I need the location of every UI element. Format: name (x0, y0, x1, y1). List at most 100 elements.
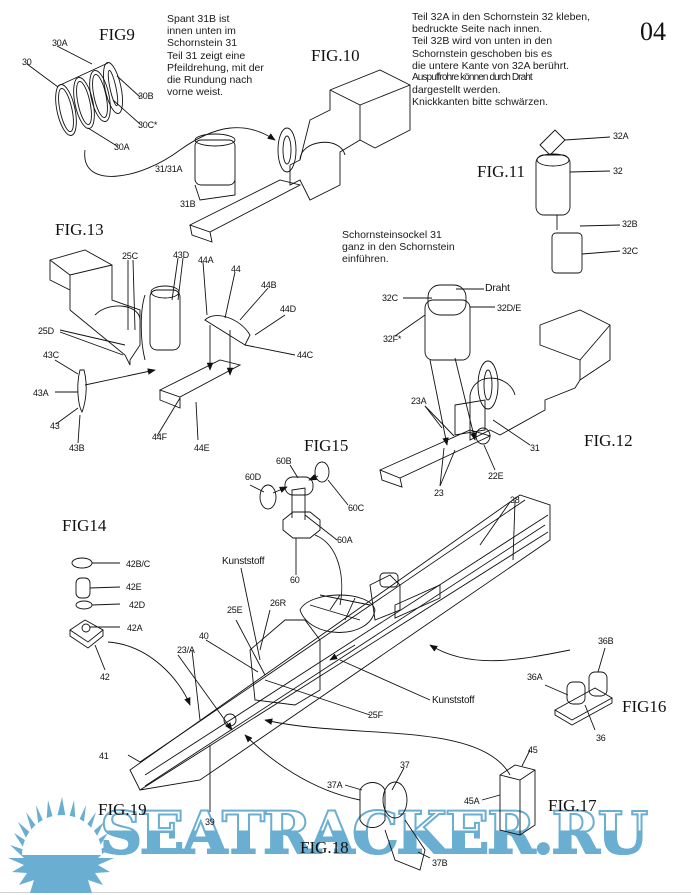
fig15-title: FIG15 (304, 436, 349, 455)
part-label: 42D (129, 600, 145, 610)
note-line: dargestellt werden. (412, 84, 501, 97)
fig12-title: FIG.12 (584, 431, 633, 450)
part-label: 23 (434, 488, 444, 498)
note-line: innen unten im (167, 25, 236, 38)
watermark-text: SEATRACKER.RU (99, 799, 685, 867)
fig12-base (378, 284, 611, 488)
fig10-title: FIG.10 (311, 46, 360, 65)
part-label: 31/31A (155, 164, 183, 174)
page-bottom-divider (0, 892, 691, 893)
part-label: 44F (152, 432, 167, 442)
part-label: 60A (337, 535, 353, 545)
part-label: 36B (598, 636, 614, 646)
part-label: 30B (138, 91, 154, 101)
part-label: 41 (99, 751, 109, 761)
fig10-base (188, 69, 411, 243)
note-line: vorne weist. (167, 86, 224, 99)
part-label: 32C (622, 246, 638, 256)
part-label: 30C* (138, 120, 158, 130)
part-label: 30A (52, 38, 68, 48)
fig10-chimney (194, 133, 236, 201)
fig14-parts (69, 557, 191, 706)
fig9-title: FIG9 (99, 25, 135, 44)
part-label: 44A (198, 255, 214, 265)
part-label: 25F (368, 710, 383, 720)
fig11-title: FIG.11 (477, 162, 526, 181)
part-label: 22E (488, 471, 504, 481)
part-label: 39 (205, 817, 215, 827)
note-line: Knickkanten bitte schwärzen. (412, 96, 548, 109)
fig14-title: FIG14 (62, 516, 107, 535)
part-label: 60B (276, 456, 292, 466)
fig18-title: FIG.18 (300, 838, 349, 857)
note-line: Schornsteinsockel 31 (342, 229, 442, 241)
note-line: ganz in den Schornstein (342, 241, 455, 254)
part-label: 32A (613, 131, 629, 141)
part-label: 30A (114, 142, 130, 152)
note-line: Spant 31B ist (167, 13, 230, 25)
part-label: 32C (382, 293, 398, 303)
part-label: 43B (69, 443, 85, 453)
fig15-part (249, 461, 349, 606)
part-label: 43A (33, 388, 49, 398)
part-label: 44B (261, 280, 277, 290)
part-label: 60C (348, 503, 364, 513)
fig9-rings (26, 45, 141, 147)
part-label: 30 (22, 57, 32, 67)
note-line: einführen. (342, 253, 389, 266)
part-label: 32F* (383, 334, 402, 344)
part-label: 31 (530, 443, 540, 453)
part-label: Kunststoff (432, 695, 475, 706)
part-label: 23A (411, 396, 427, 406)
fig19-title: FIG.19 (98, 800, 147, 819)
note-line: Teil 32A in den Schornstein 32 kleben, (412, 11, 591, 23)
part-label: 40 (199, 631, 209, 641)
part-label: 37 (400, 760, 410, 770)
part-label: 43 (50, 421, 60, 431)
page-number: 04 (640, 17, 666, 46)
note-line: Teil 32B wird von unten in den (412, 35, 553, 48)
part-label: 42 (100, 672, 110, 682)
fig16-part (544, 647, 613, 731)
part-label: 42B/C (126, 559, 151, 569)
fig16-title: FIG16 (622, 697, 667, 716)
part-label: 36 (596, 733, 606, 743)
part-label: 32 (613, 166, 623, 176)
part-label: 43D (173, 250, 189, 260)
part-label: 44E (194, 443, 210, 453)
fig18-part (344, 767, 431, 871)
part-label: 60 (290, 575, 300, 585)
part-label: 31B (180, 199, 196, 209)
part-label: 36A (527, 672, 543, 682)
fig11-parts (535, 129, 621, 274)
part-label: 45A (464, 796, 480, 806)
part-label: 25E (227, 605, 243, 615)
part-label: 44 (231, 264, 241, 274)
ship-hull (127, 494, 571, 812)
part-label: 43C (43, 350, 59, 360)
part-label: 26R (270, 598, 286, 608)
part-label: 23/A (177, 645, 195, 655)
part-label: 38 (510, 495, 520, 505)
part-label: Draht (485, 282, 510, 294)
fig13-title: FIG.13 (55, 220, 104, 239)
part-label: 32B (622, 219, 638, 229)
note-fig9-10: Spant 31B ist innen unten im Schornstein… (167, 13, 264, 98)
note-line: bedruckte Seite nach innen. (412, 23, 543, 36)
note-line: Teil 31 zeigt eine (167, 49, 246, 62)
note-fig12: Schornsteinsockel 31 ganz in den Schorns… (342, 229, 455, 266)
part-label: 32D/E (497, 303, 522, 313)
part-label: 37B (432, 858, 448, 868)
note-line: Schornstein 31 (167, 37, 238, 50)
note-fig11: Teil 32A in den Schornstein 32 kleben, b… (412, 11, 590, 109)
fig17-part (481, 749, 536, 836)
watermark-sun-icon (8, 797, 114, 893)
part-label: 42E (126, 582, 142, 592)
part-label: Kunststoff (222, 556, 265, 567)
part-label: 25D (38, 326, 54, 336)
part-label: 42A (127, 623, 143, 633)
note-line: die untere Kante von 32A berührt. (412, 59, 570, 72)
part-label: 44D (280, 304, 296, 314)
fig17-title: FIG.17 (548, 796, 597, 815)
